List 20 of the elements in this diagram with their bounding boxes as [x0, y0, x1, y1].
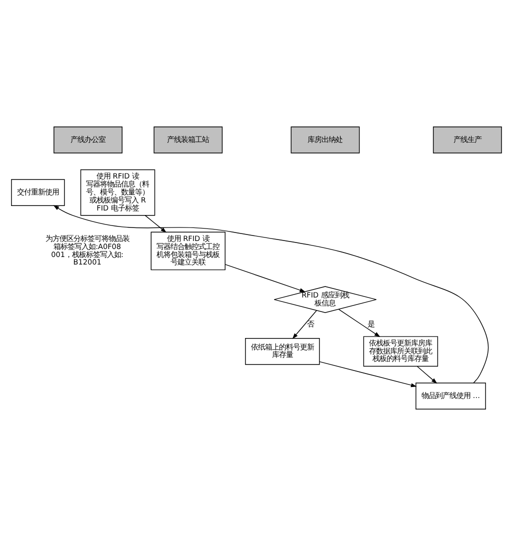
node-box: 依栈板号更新库房库存数据库所关联到此栈板的料号库存量	[363, 336, 438, 366]
label: 为方便区分标签可将物品装箱标签写入如:A0F08001，栈板标签写入如:B12001	[45, 233, 130, 266]
edge-label: 是	[367, 318, 374, 328]
edge-label: 否	[307, 318, 314, 328]
arrow	[224, 264, 306, 292]
node-box: 产线办公室	[54, 126, 122, 153]
node-box: 库房出纳处	[290, 126, 360, 153]
arrow	[53, 204, 489, 383]
arrow	[338, 308, 380, 337]
arrow	[416, 366, 438, 384]
arrow	[292, 310, 317, 339]
arrow	[319, 360, 417, 387]
node-box: 使用 RFID 读写器将物品信息（料号、模号、数量等）或栈板编号写入 RFID 电子标签	[80, 168, 156, 216]
node-box: 使用 RFID 读写器结合触控式工控机将包装箱号与栈板号建立关联	[150, 231, 226, 270]
node-box: 产线生产	[432, 126, 502, 153]
node-box: 依纸箱上的料号更新库存量	[245, 338, 320, 364]
node-box: 产线装箱工站	[154, 126, 223, 153]
node-box: 交付重新使用	[11, 178, 65, 206]
node-box: 物品到产线使用 …	[416, 382, 486, 409]
arrow	[144, 214, 167, 232]
